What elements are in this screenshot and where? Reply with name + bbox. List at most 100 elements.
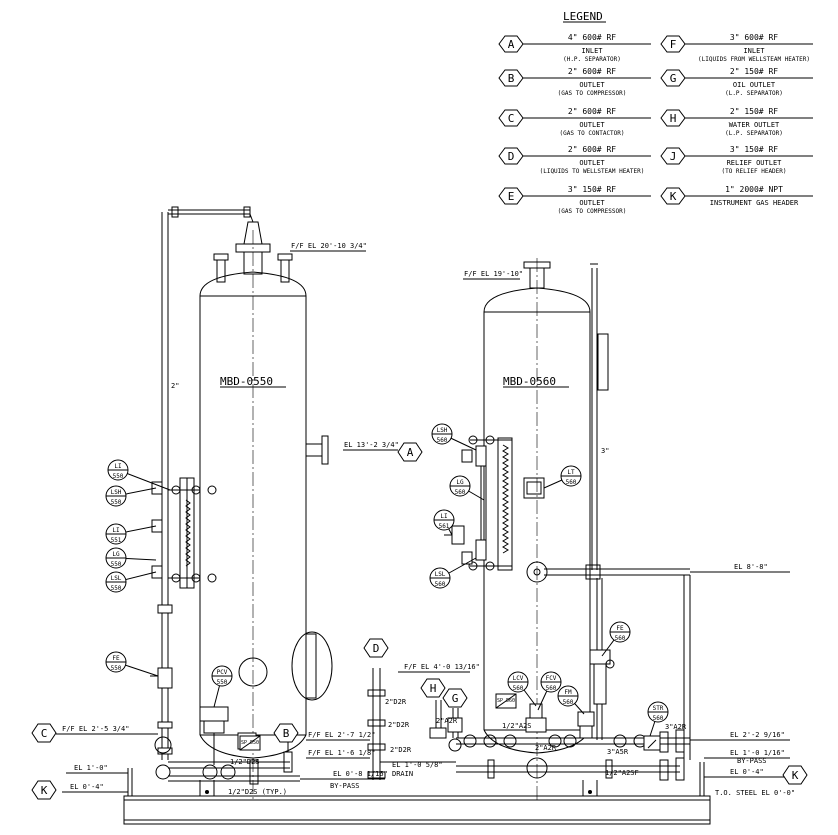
- instrument-number: 561: [439, 523, 450, 530]
- instrument-number: 550: [113, 473, 124, 480]
- instrument-tag: FM: [564, 689, 572, 696]
- legend-note: (L.P. SEPARATOR): [725, 90, 783, 97]
- label-bypass-right: BY-PASS: [737, 757, 767, 765]
- el-right-header: EL 8'-8": [734, 563, 768, 571]
- instrument-number: 560: [566, 479, 577, 486]
- legend-desc: INSTRUMENT GAS HEADER: [710, 199, 799, 207]
- legend-note: (LIQUIDS TO WELLSTEAM HEATER): [540, 168, 645, 175]
- label-a2r-1: 2"A2R: [436, 717, 458, 725]
- instrument-tag: FCV: [546, 675, 557, 682]
- right-piping: 3": [367, 263, 705, 796]
- connection-letter: H: [430, 682, 437, 695]
- connection-letter: D: [373, 642, 380, 655]
- label-two-inch-left: 2": [171, 382, 179, 390]
- instrument-number: 550: [111, 499, 122, 506]
- connection-marker: C: [31, 723, 57, 743]
- instrument-number: 560: [546, 685, 557, 692]
- instrument-number: 560: [653, 715, 664, 722]
- legend-size: 3" 150# RF: [730, 145, 778, 154]
- legend-letter: C: [508, 112, 515, 125]
- sp-tag: SP 560: [495, 693, 517, 709]
- legend-size: 3" 150# RF: [568, 185, 616, 194]
- legend-desc: INLET: [581, 47, 603, 55]
- el-d-outlet: F/F EL 4'-0 13/16": [404, 663, 480, 671]
- left-piping: 2": [127, 206, 300, 796]
- legend-note: (H.P. SEPARATOR): [563, 56, 621, 63]
- el-0-8: EL 0'-8 1/16": [333, 770, 388, 778]
- legend: LEGEND: [563, 10, 606, 23]
- label-d2r-1: 2"D2R: [385, 698, 407, 706]
- label-a5r: 3"A5R: [607, 748, 629, 756]
- el-to-steel: T.O. STEEL EL 0'-0": [715, 789, 795, 797]
- instrument-tag: PCV: [217, 669, 228, 676]
- instrument-number: 551: [111, 537, 122, 544]
- legend-size: 4" 600# RF: [568, 33, 616, 42]
- legend-desc: OUTLET: [579, 199, 605, 207]
- instrument-bubble: LI 561: [433, 509, 455, 536]
- el-c-outlet: F/F EL 2'-5 3/4": [62, 725, 129, 733]
- instrument-bubble: FCV 560: [537, 671, 562, 711]
- base-skid: [123, 780, 711, 825]
- connection-marker: B: [273, 723, 299, 743]
- connection-marker: K: [782, 765, 808, 785]
- connection-marker: H: [420, 678, 446, 698]
- instrument-tag: LSH: [437, 427, 448, 434]
- instrument-bubbles: LI550LSH550LI551LG550LSL550FE550PCV550LS…: [105, 423, 669, 737]
- connection-marker: G: [442, 688, 468, 708]
- instrument-bubble: LSH 560: [431, 423, 477, 451]
- el-right-0-4: EL 0'-4": [730, 768, 764, 776]
- connection-letter: A: [407, 446, 414, 459]
- vessel-left-label: MBD-0550: [220, 375, 273, 388]
- legend-letter: G: [670, 72, 677, 85]
- instrument-tag: LI: [440, 513, 448, 520]
- label-drain: DRAIN: [392, 770, 413, 778]
- vessel-right-label: MBD-0560: [503, 375, 556, 388]
- legend-size: 3" 600# RF: [730, 33, 778, 42]
- legend-size: 2" 600# RF: [568, 107, 616, 116]
- instrument-tag: FE: [616, 625, 624, 632]
- sp-tag: SP 550: [239, 735, 261, 751]
- label-d2r-3: 2"D2R: [390, 746, 412, 754]
- legend-desc: OUTLET: [579, 121, 605, 129]
- legend-desc: INLET: [743, 47, 765, 55]
- instrument-tag: LSL: [111, 575, 122, 582]
- legend-desc: OUTLET: [579, 81, 605, 89]
- el-left-top: F/F EL 20'-10 3/4": [291, 242, 367, 250]
- label-bypass-left: BY-PASS: [330, 782, 360, 790]
- connection-letter: C: [41, 727, 48, 740]
- legend-note: (TO RELIEF HEADER): [721, 168, 786, 175]
- label-d2s-small: 1/2"D2S: [230, 758, 260, 766]
- instrument-tag: LCV: [513, 675, 524, 682]
- legend-letter: E: [508, 190, 515, 203]
- el-inlet-a: EL 13'-2 3/4": [344, 441, 399, 449]
- connection-letter: G: [452, 692, 459, 705]
- sp-tag-label: SP 550: [241, 740, 259, 746]
- legend-note: (GAS TO COMPRESSOR): [558, 208, 627, 215]
- instrument-number: 560: [437, 437, 448, 444]
- label-a2r-2: 2"A2R: [535, 744, 557, 752]
- label-a1: 1/2"A2S: [502, 722, 532, 730]
- el-right-2-2: EL 2'-2 9/16": [730, 731, 785, 739]
- sp-tags: SP 550 SP 560: [239, 693, 517, 751]
- legend-size: 2" 600# RF: [568, 145, 616, 154]
- instrument-tag: LG: [456, 479, 464, 486]
- legend-size: 2" 150# RF: [730, 107, 778, 116]
- legend-size: 2" 150# RF: [730, 67, 778, 76]
- instrument-number: 550: [111, 561, 122, 568]
- label-a2r-3: 3"A2R: [665, 723, 687, 731]
- vessel-mbd-0550: MBD-0550: [199, 221, 333, 800]
- legend-letter: H: [670, 112, 677, 125]
- legend-note: (L.P. SEPARATOR): [725, 130, 783, 137]
- el-mid-2: F/F EL 1'-6 1/8": [308, 749, 375, 757]
